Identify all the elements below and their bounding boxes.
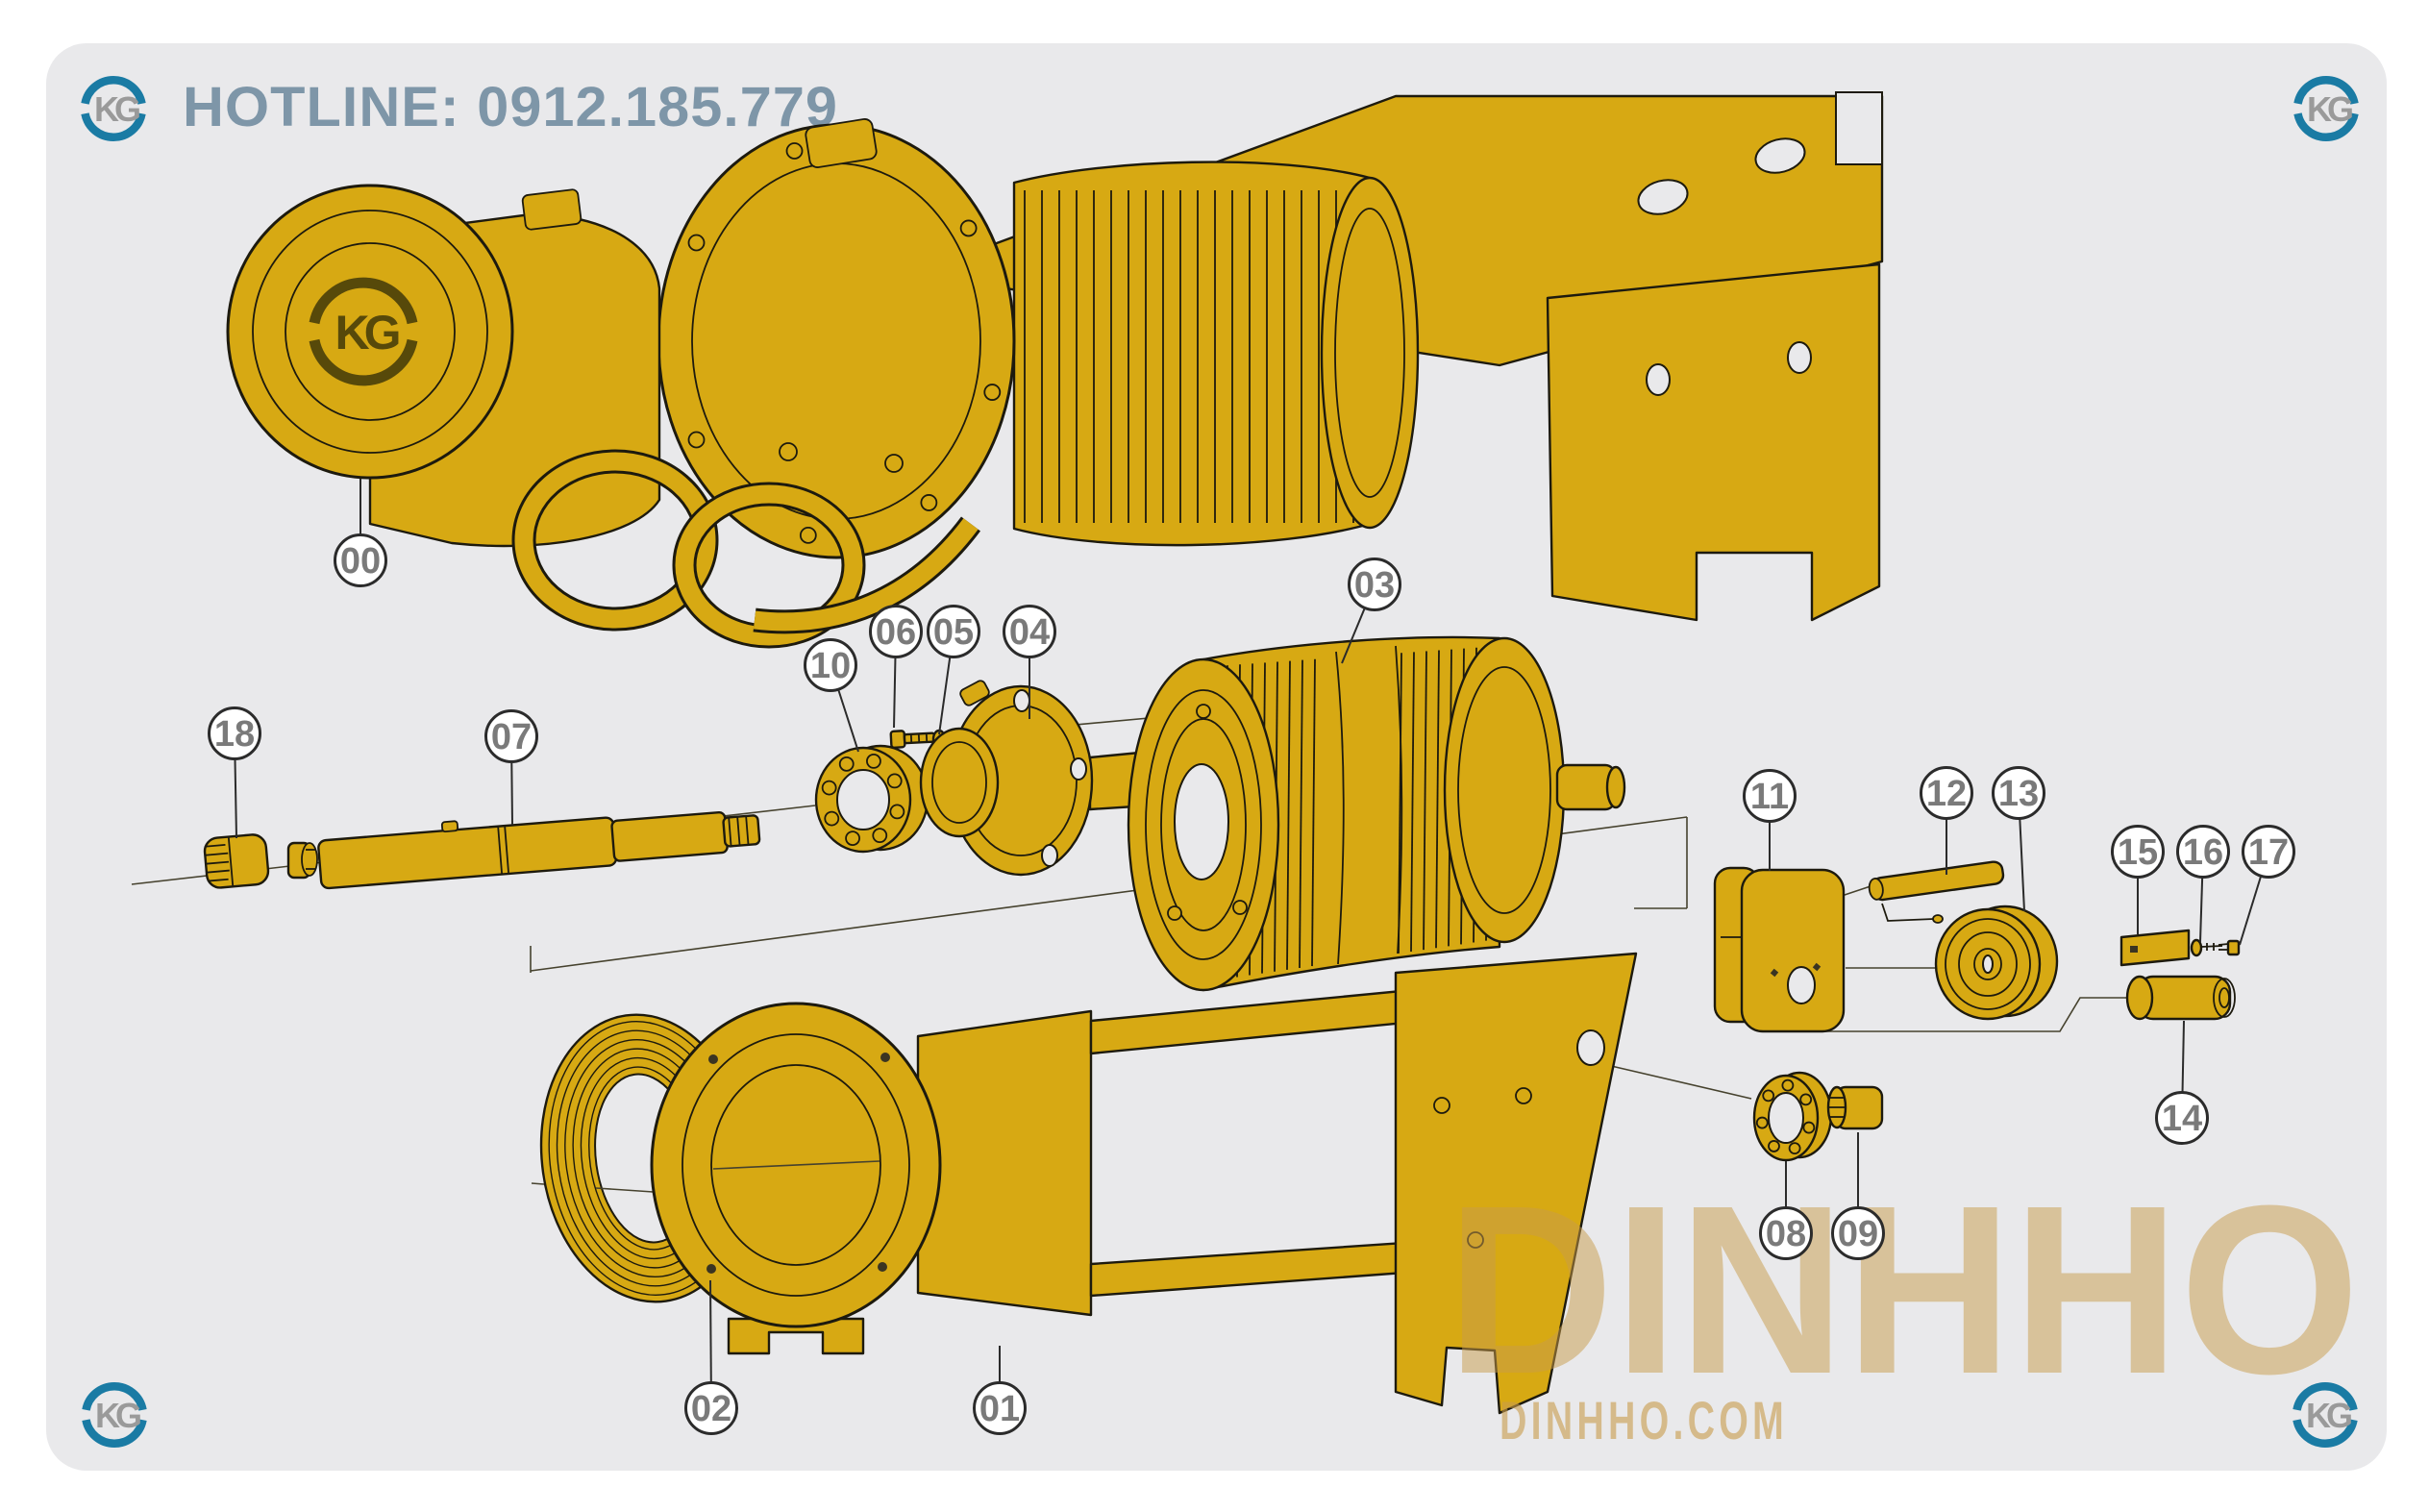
callout-number: 06	[876, 612, 916, 653]
callout-13: 13	[1992, 766, 2045, 912]
watermark-big-text: DINHHO	[1447, 1155, 2360, 1424]
callout-number: 18	[214, 714, 255, 755]
callout-05: 05	[927, 605, 980, 735]
callout-number: 01	[979, 1389, 1020, 1429]
kg-logo-top-right: KG	[2293, 76, 2359, 141]
callout-number: 02	[691, 1389, 731, 1429]
callout-12: 12	[1920, 766, 1973, 875]
ball-bearing-10	[814, 744, 929, 854]
frame-right-plate	[1394, 952, 1638, 1415]
kg-logo-bottom-left: KG	[82, 1382, 147, 1448]
roller-14	[2125, 975, 2236, 1021]
callout-layer: 00 18 07 10 06 05 04 03 11 12 13 15 16 17 14 08 09 02 01	[208, 479, 2295, 1435]
callout-number: 09	[1838, 1214, 1878, 1254]
callout-15: 15	[2111, 825, 2165, 934]
kg-logo-top-left: KG	[81, 76, 146, 141]
frame-housing	[650, 952, 1638, 1415]
callout-14: 14	[2155, 1020, 2209, 1145]
callout-11: 11	[1743, 769, 1797, 871]
callout-10: 10	[804, 638, 859, 753]
callout-number: 10	[810, 646, 851, 686]
screw-16	[2190, 938, 2223, 957]
drum-right-flange	[1320, 176, 1420, 530]
callout-number: 08	[1766, 1214, 1806, 1254]
callout-number: 16	[2183, 832, 2223, 873]
callout-number: 03	[1354, 565, 1395, 606]
pinion-sleeve	[1826, 1085, 1884, 1130]
gear-housing	[657, 123, 1016, 559]
callout-number: 12	[1926, 774, 1967, 814]
callout-06: 06	[869, 605, 923, 729]
callout-08: 08	[1759, 1161, 1813, 1260]
callout-number: 14	[2162, 1099, 2202, 1139]
callout-number: 15	[2118, 832, 2158, 873]
callout-number: 00	[340, 541, 381, 582]
shaft-collar	[286, 841, 318, 880]
callout-number: 11	[1750, 777, 1789, 817]
callout-18: 18	[208, 706, 261, 839]
brake-cover	[1713, 866, 1846, 1033]
callout-03: 03	[1341, 558, 1401, 664]
drum-rope-ribs	[1024, 190, 1354, 523]
callout-09: 09	[1831, 1132, 1885, 1260]
ball-bearing-08	[1752, 1071, 1833, 1162]
callout-02: 02	[684, 1279, 738, 1435]
callout-number: 07	[491, 717, 532, 757]
callout-16: 16	[2176, 825, 2230, 943]
callout-01: 01	[973, 1346, 1027, 1435]
winch-drum-assembled	[1012, 161, 1372, 547]
spline-coupling	[203, 833, 270, 889]
svg-text:KG: KG	[335, 306, 399, 359]
housing-bolts	[687, 142, 1002, 544]
shaft-pin-12	[1868, 860, 2005, 924]
frame-notch	[1835, 91, 1883, 165]
set-bolt-17	[2218, 939, 2241, 956]
callout-00: 00	[334, 479, 387, 587]
svg-text:KG: KG	[95, 1396, 140, 1435]
callout-number: 04	[1009, 612, 1050, 653]
drum-right-flange-03	[1443, 636, 1566, 944]
cable-drum	[1127, 635, 1626, 992]
watermark-url-text: DINHHO.COM	[1500, 1390, 1788, 1450]
ratchet-wheel	[1934, 905, 2059, 1021]
svg-text:KG: KG	[2306, 1396, 2351, 1435]
callout-number: 17	[2248, 832, 2289, 873]
callout-07: 07	[484, 709, 538, 826]
motor-kg-logo: KG	[309, 277, 418, 386]
worm-shaft	[317, 811, 761, 890]
callout-number: 05	[933, 612, 974, 653]
motor-end-cap	[226, 184, 514, 480]
cable-loops	[511, 449, 980, 649]
svg-text:KG: KG	[2307, 89, 2352, 129]
callout-17: 17	[2239, 825, 2295, 946]
callout-04: 04	[1003, 605, 1056, 719]
hotline-text: HOTLINE: 0912.185.779	[183, 76, 838, 138]
watermark: DINHHO DINHHO.COM	[1447, 1155, 2360, 1450]
assembled-winch: KG	[226, 91, 1884, 649]
callout-number: 13	[1998, 774, 2039, 814]
svg-text:KG: KG	[94, 89, 139, 129]
kg-logo-bottom-right: KG	[2293, 1382, 2358, 1448]
lock-plate	[2119, 929, 2191, 967]
